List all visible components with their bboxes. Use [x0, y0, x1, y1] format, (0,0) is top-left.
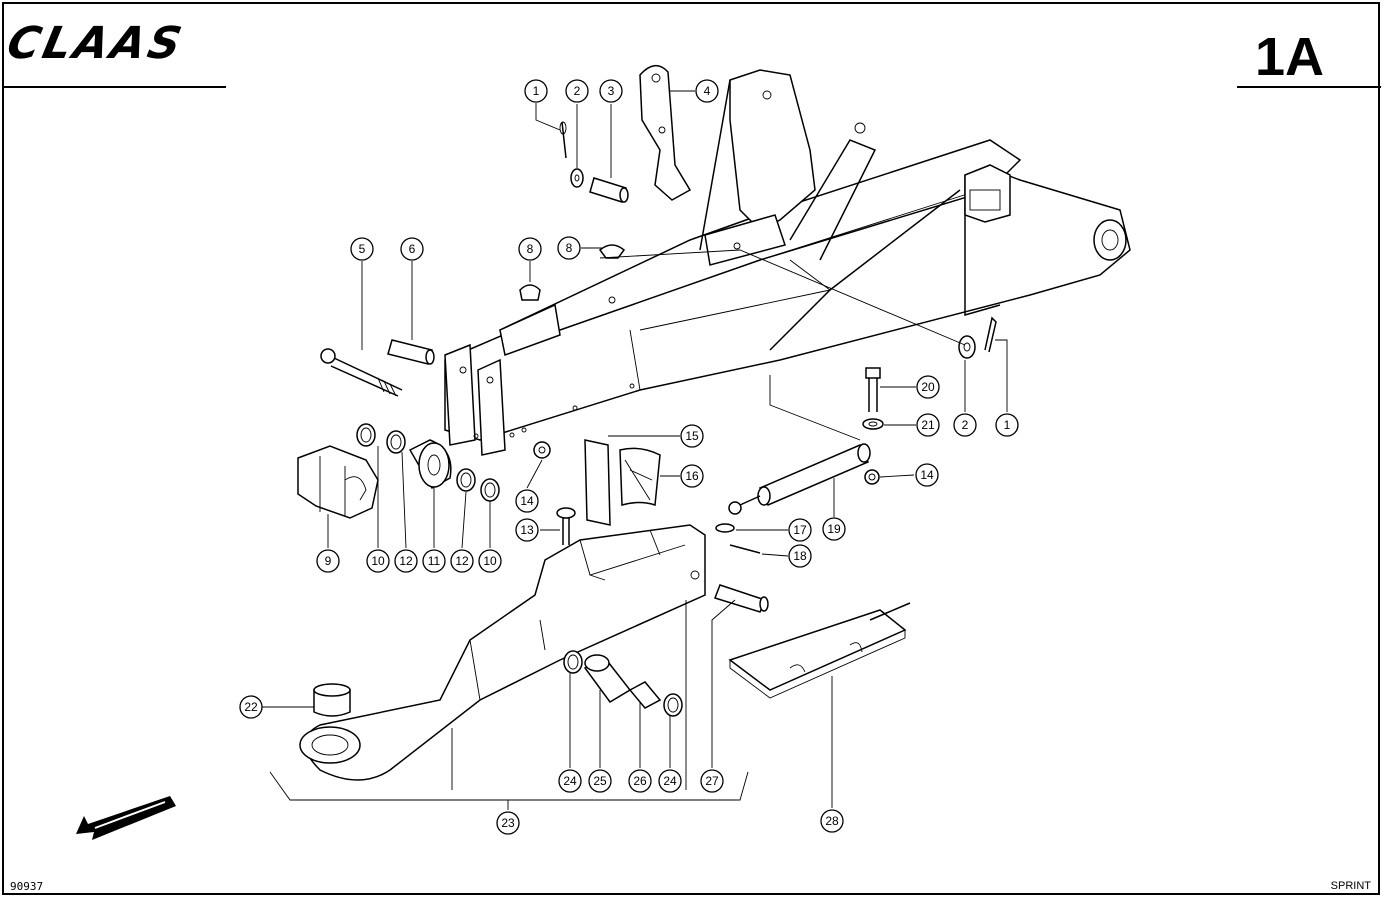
callout: 9	[316, 549, 340, 573]
callout-label: 14	[920, 468, 934, 482]
callout-label: 15	[685, 429, 699, 443]
callout: 18	[788, 544, 812, 568]
callout: 6	[400, 237, 424, 261]
callout: 1	[524, 79, 548, 103]
callout: 14	[915, 463, 939, 487]
callout: 3	[599, 79, 623, 103]
callout-label: 1	[533, 84, 540, 98]
callout-label: 27	[705, 774, 719, 788]
callout: 24	[558, 769, 582, 793]
callout-label: 18	[793, 549, 807, 563]
callout-label: 12	[455, 554, 469, 568]
callout-label: 10	[483, 554, 497, 568]
callout-label: 28	[825, 814, 839, 828]
callout: 23	[496, 811, 520, 835]
document-number: 90937	[10, 880, 44, 893]
callout-label: 9	[325, 554, 332, 568]
callout-label: 24	[663, 774, 677, 788]
callout: 2	[565, 79, 589, 103]
callout: 10	[478, 549, 502, 573]
callout-label: 25	[593, 774, 607, 788]
callout-label: 19	[827, 522, 841, 536]
callout: 20	[916, 375, 940, 399]
callout: 21	[916, 413, 940, 437]
callout: 12	[394, 549, 418, 573]
callout-label: 16	[685, 469, 699, 483]
main-frame	[444, 69, 1131, 456]
callout: 19	[822, 517, 846, 541]
cylinder-assembly	[556, 443, 871, 554]
callout-label: 13	[520, 523, 534, 537]
callout-label: 2	[574, 84, 581, 98]
callout: 15	[680, 424, 704, 448]
callout-label: 8	[566, 241, 573, 255]
callout-label: 12	[399, 554, 413, 568]
callout-label: 8	[527, 242, 534, 256]
callout-label: 14	[520, 494, 534, 508]
leader-lines	[262, 90, 1008, 810]
callout-label: 22	[244, 700, 258, 714]
callout: 22	[239, 695, 263, 719]
page-id: 1A	[1255, 27, 1325, 87]
swivel-arm	[299, 524, 769, 781]
page-id-underline	[1237, 86, 1381, 88]
callout-label: 1	[1004, 418, 1011, 432]
callout: 1	[995, 413, 1019, 437]
callout: 10	[366, 549, 390, 573]
callout: 27	[700, 769, 724, 793]
callout: 17	[788, 518, 812, 542]
direction-arrow-icon	[76, 796, 176, 840]
callout: 8	[518, 237, 542, 261]
callout: 13	[515, 518, 539, 542]
cover-plate	[728, 602, 911, 699]
callout-label: 20	[921, 380, 935, 394]
callout: 5	[350, 237, 374, 261]
callout: 2	[953, 413, 977, 437]
callout-label: 10	[371, 554, 385, 568]
callout: 11	[422, 549, 446, 573]
callout: 12	[450, 549, 474, 573]
callout: 16	[680, 464, 704, 488]
callout-label: 2	[962, 418, 969, 432]
callout-label: 5	[359, 242, 366, 256]
callout: 24	[658, 769, 682, 793]
callout-label: 11	[428, 554, 441, 568]
callout-label: 6	[409, 242, 416, 256]
callout-label: 17	[793, 523, 807, 537]
callout-label: 24	[563, 774, 577, 788]
callout-label: 26	[633, 774, 647, 788]
callout: 28	[820, 809, 844, 833]
callout: 25	[588, 769, 612, 793]
model-name: SPRINT	[1330, 880, 1371, 892]
logo-underline	[2, 86, 226, 88]
callout-label: 3	[608, 84, 615, 98]
callout: 8	[557, 236, 581, 260]
callout: 26	[628, 769, 652, 793]
callout-label: 23	[501, 816, 515, 830]
callout: 4	[695, 79, 719, 103]
callout-label: 4	[704, 84, 711, 98]
callout-label: 21	[921, 418, 935, 432]
parts-top	[297, 65, 997, 526]
callout: 14	[515, 489, 539, 513]
